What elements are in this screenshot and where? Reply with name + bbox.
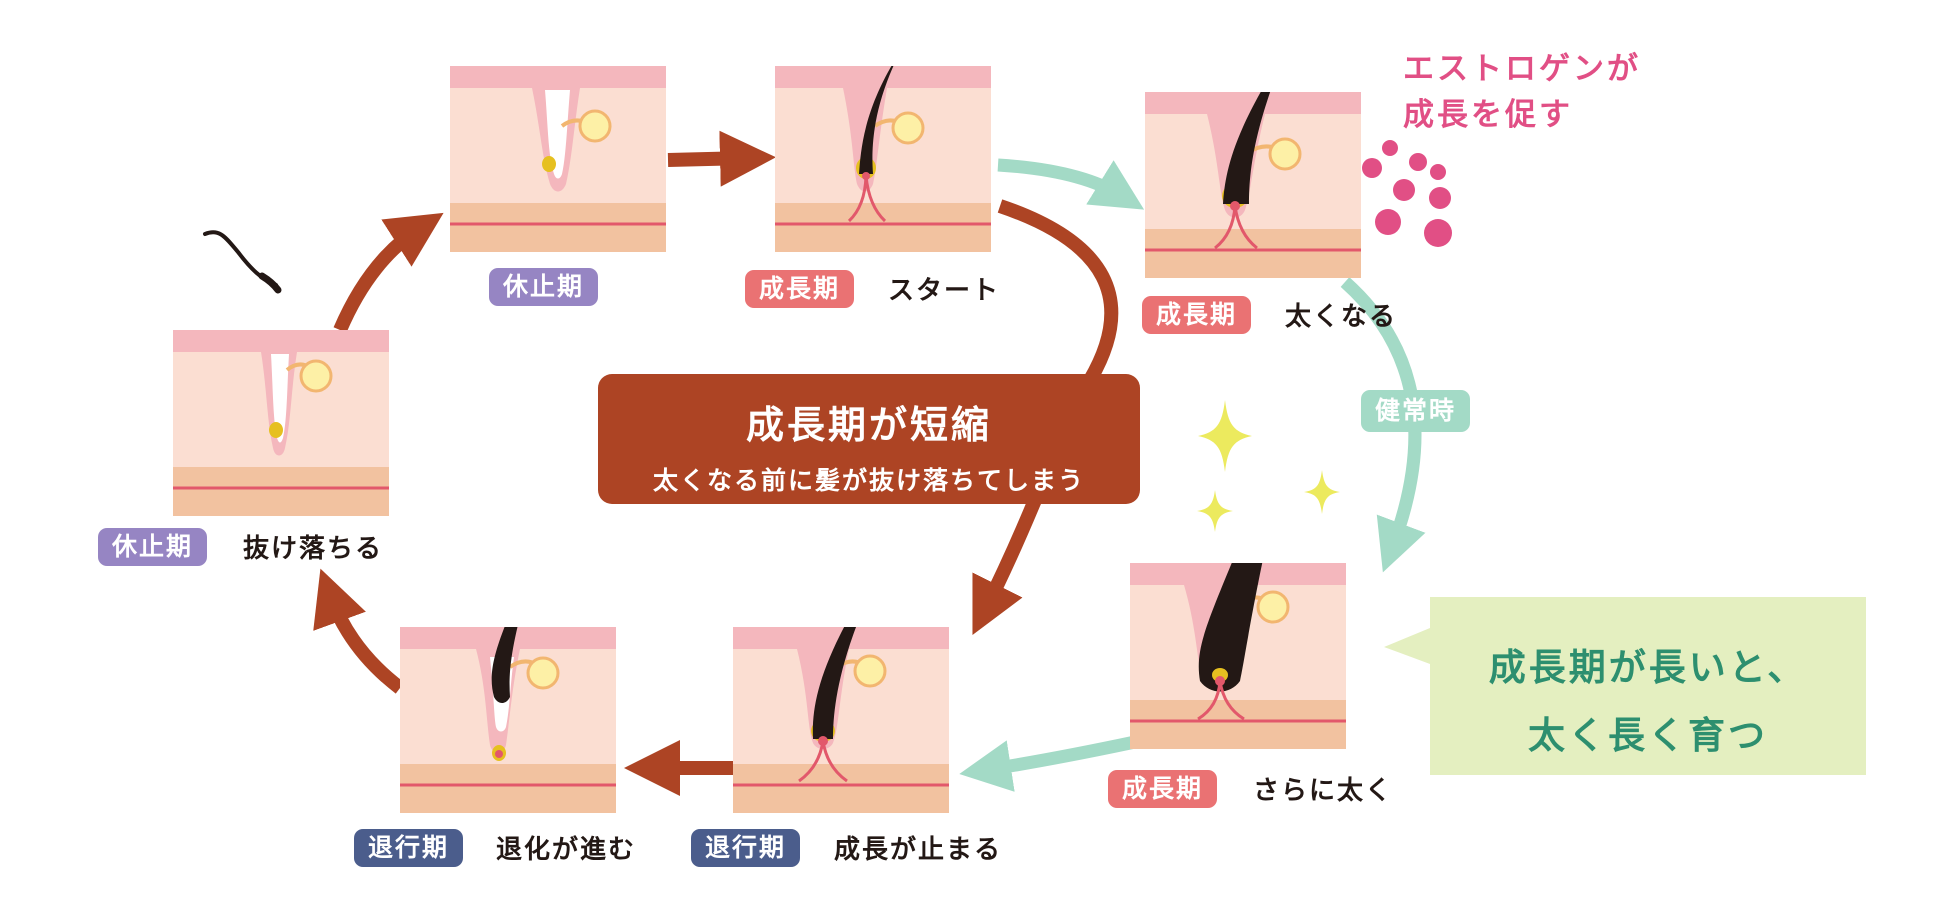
stage-caption-growth-start: スタート bbox=[888, 276, 1001, 306]
stage-caption-regression-stop: 成長が止まる bbox=[834, 835, 1003, 865]
estrogen-dots bbox=[1332, 140, 1452, 247]
long-growth-line-1: 成長期が長いと、 bbox=[1488, 646, 1808, 689]
stage-tile-growth-thick bbox=[1145, 92, 1361, 278]
stage-badge-growth-thick: 成長期 bbox=[1142, 296, 1252, 334]
long-growth-note: 成長期が長いと、 太く長く育つ bbox=[1430, 597, 1866, 775]
stage-tile-growth-start bbox=[775, 66, 991, 252]
arrow-shortened-growth bbox=[972, 199, 1119, 636]
shortened-growth-callout: 成長期が短縮 太くなる前に髪が抜け落ちてしまう bbox=[598, 374, 1140, 504]
estrogen-line-2: 成長を促す bbox=[1403, 97, 1573, 133]
callout-subtitle: 太くなる前に髪が抜け落ちてしまう bbox=[652, 466, 1085, 495]
stage-badge-growth-start: 成長期 bbox=[745, 270, 855, 308]
arrow-start-to-thick bbox=[997, 158, 1145, 210]
arrow-fall-to-rest bbox=[333, 212, 444, 333]
callout-title: 成長期が短縮 bbox=[745, 403, 992, 447]
callout-pointer bbox=[1384, 628, 1430, 664]
stage-badge-rest: 休止期 bbox=[489, 268, 599, 306]
sparkle-icons bbox=[1197, 400, 1340, 532]
healthy-label: 健常時 bbox=[1361, 390, 1471, 432]
stage-tile-rest-fall bbox=[173, 330, 389, 516]
stage-tile-rest bbox=[450, 66, 666, 252]
stage-badge-regression-progress: 退行期 bbox=[354, 829, 464, 867]
stage-tile-growth-thicker bbox=[1130, 563, 1346, 749]
long-growth-line-2: 太く長く育つ bbox=[1528, 714, 1768, 757]
stage-caption-growth-thick: 太くなる bbox=[1285, 302, 1398, 332]
estrogen-line-1: エストロゲンが bbox=[1403, 51, 1641, 87]
arrow-rest-to-start bbox=[667, 130, 776, 187]
stage-caption-regression-progress: 退化が進む bbox=[496, 835, 637, 865]
stage-tile-regression-progress bbox=[400, 627, 616, 813]
arrow-regress-to-fall bbox=[313, 568, 405, 694]
stage-caption-growth-thicker: さらに太く bbox=[1253, 776, 1394, 806]
stage-tile-regression-stop bbox=[733, 627, 949, 813]
stage-badge-rest-fall: 休止期 bbox=[98, 528, 208, 566]
stage-badge-regression-stop: 退行期 bbox=[691, 829, 801, 867]
estrogen-note: エストロゲンが 成長を促す bbox=[1403, 46, 1641, 138]
stage-caption-rest-fall: 抜け落ちる bbox=[243, 534, 384, 564]
stage-badge-growth-thicker: 成長期 bbox=[1108, 770, 1218, 808]
arrow-thicker-to-stop bbox=[959, 735, 1137, 792]
